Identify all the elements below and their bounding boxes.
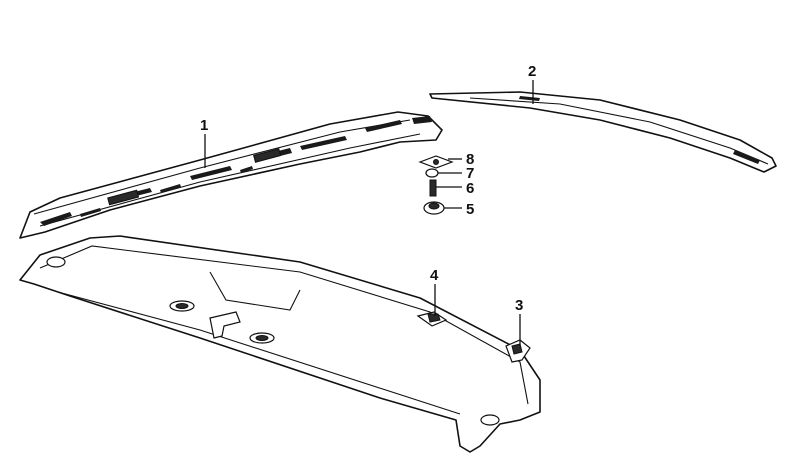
callout-2: 2 xyxy=(528,63,536,80)
part-5-cap-nut xyxy=(423,201,445,215)
lower-rear-panel xyxy=(19,235,541,453)
part-3-bracket xyxy=(505,339,531,363)
part-2-roof-rail xyxy=(429,91,777,173)
part-8-plate xyxy=(418,155,454,169)
callout-labels: 1 2 3 4 5 6 7 8 xyxy=(200,63,536,314)
part-6-screw xyxy=(429,179,437,197)
callout-8: 8 xyxy=(466,151,474,168)
callout-7: 7 xyxy=(466,165,474,182)
callout-1: 1 xyxy=(200,117,208,134)
callout-6: 6 xyxy=(466,180,474,197)
callout-4: 4 xyxy=(430,267,439,284)
callout-5: 5 xyxy=(466,201,474,218)
part-4-clip xyxy=(416,311,448,327)
leader-lines xyxy=(204,80,534,346)
callout-3: 3 xyxy=(515,297,523,314)
part-7-washer xyxy=(425,168,439,178)
part-1-headliner-trim xyxy=(19,111,443,239)
